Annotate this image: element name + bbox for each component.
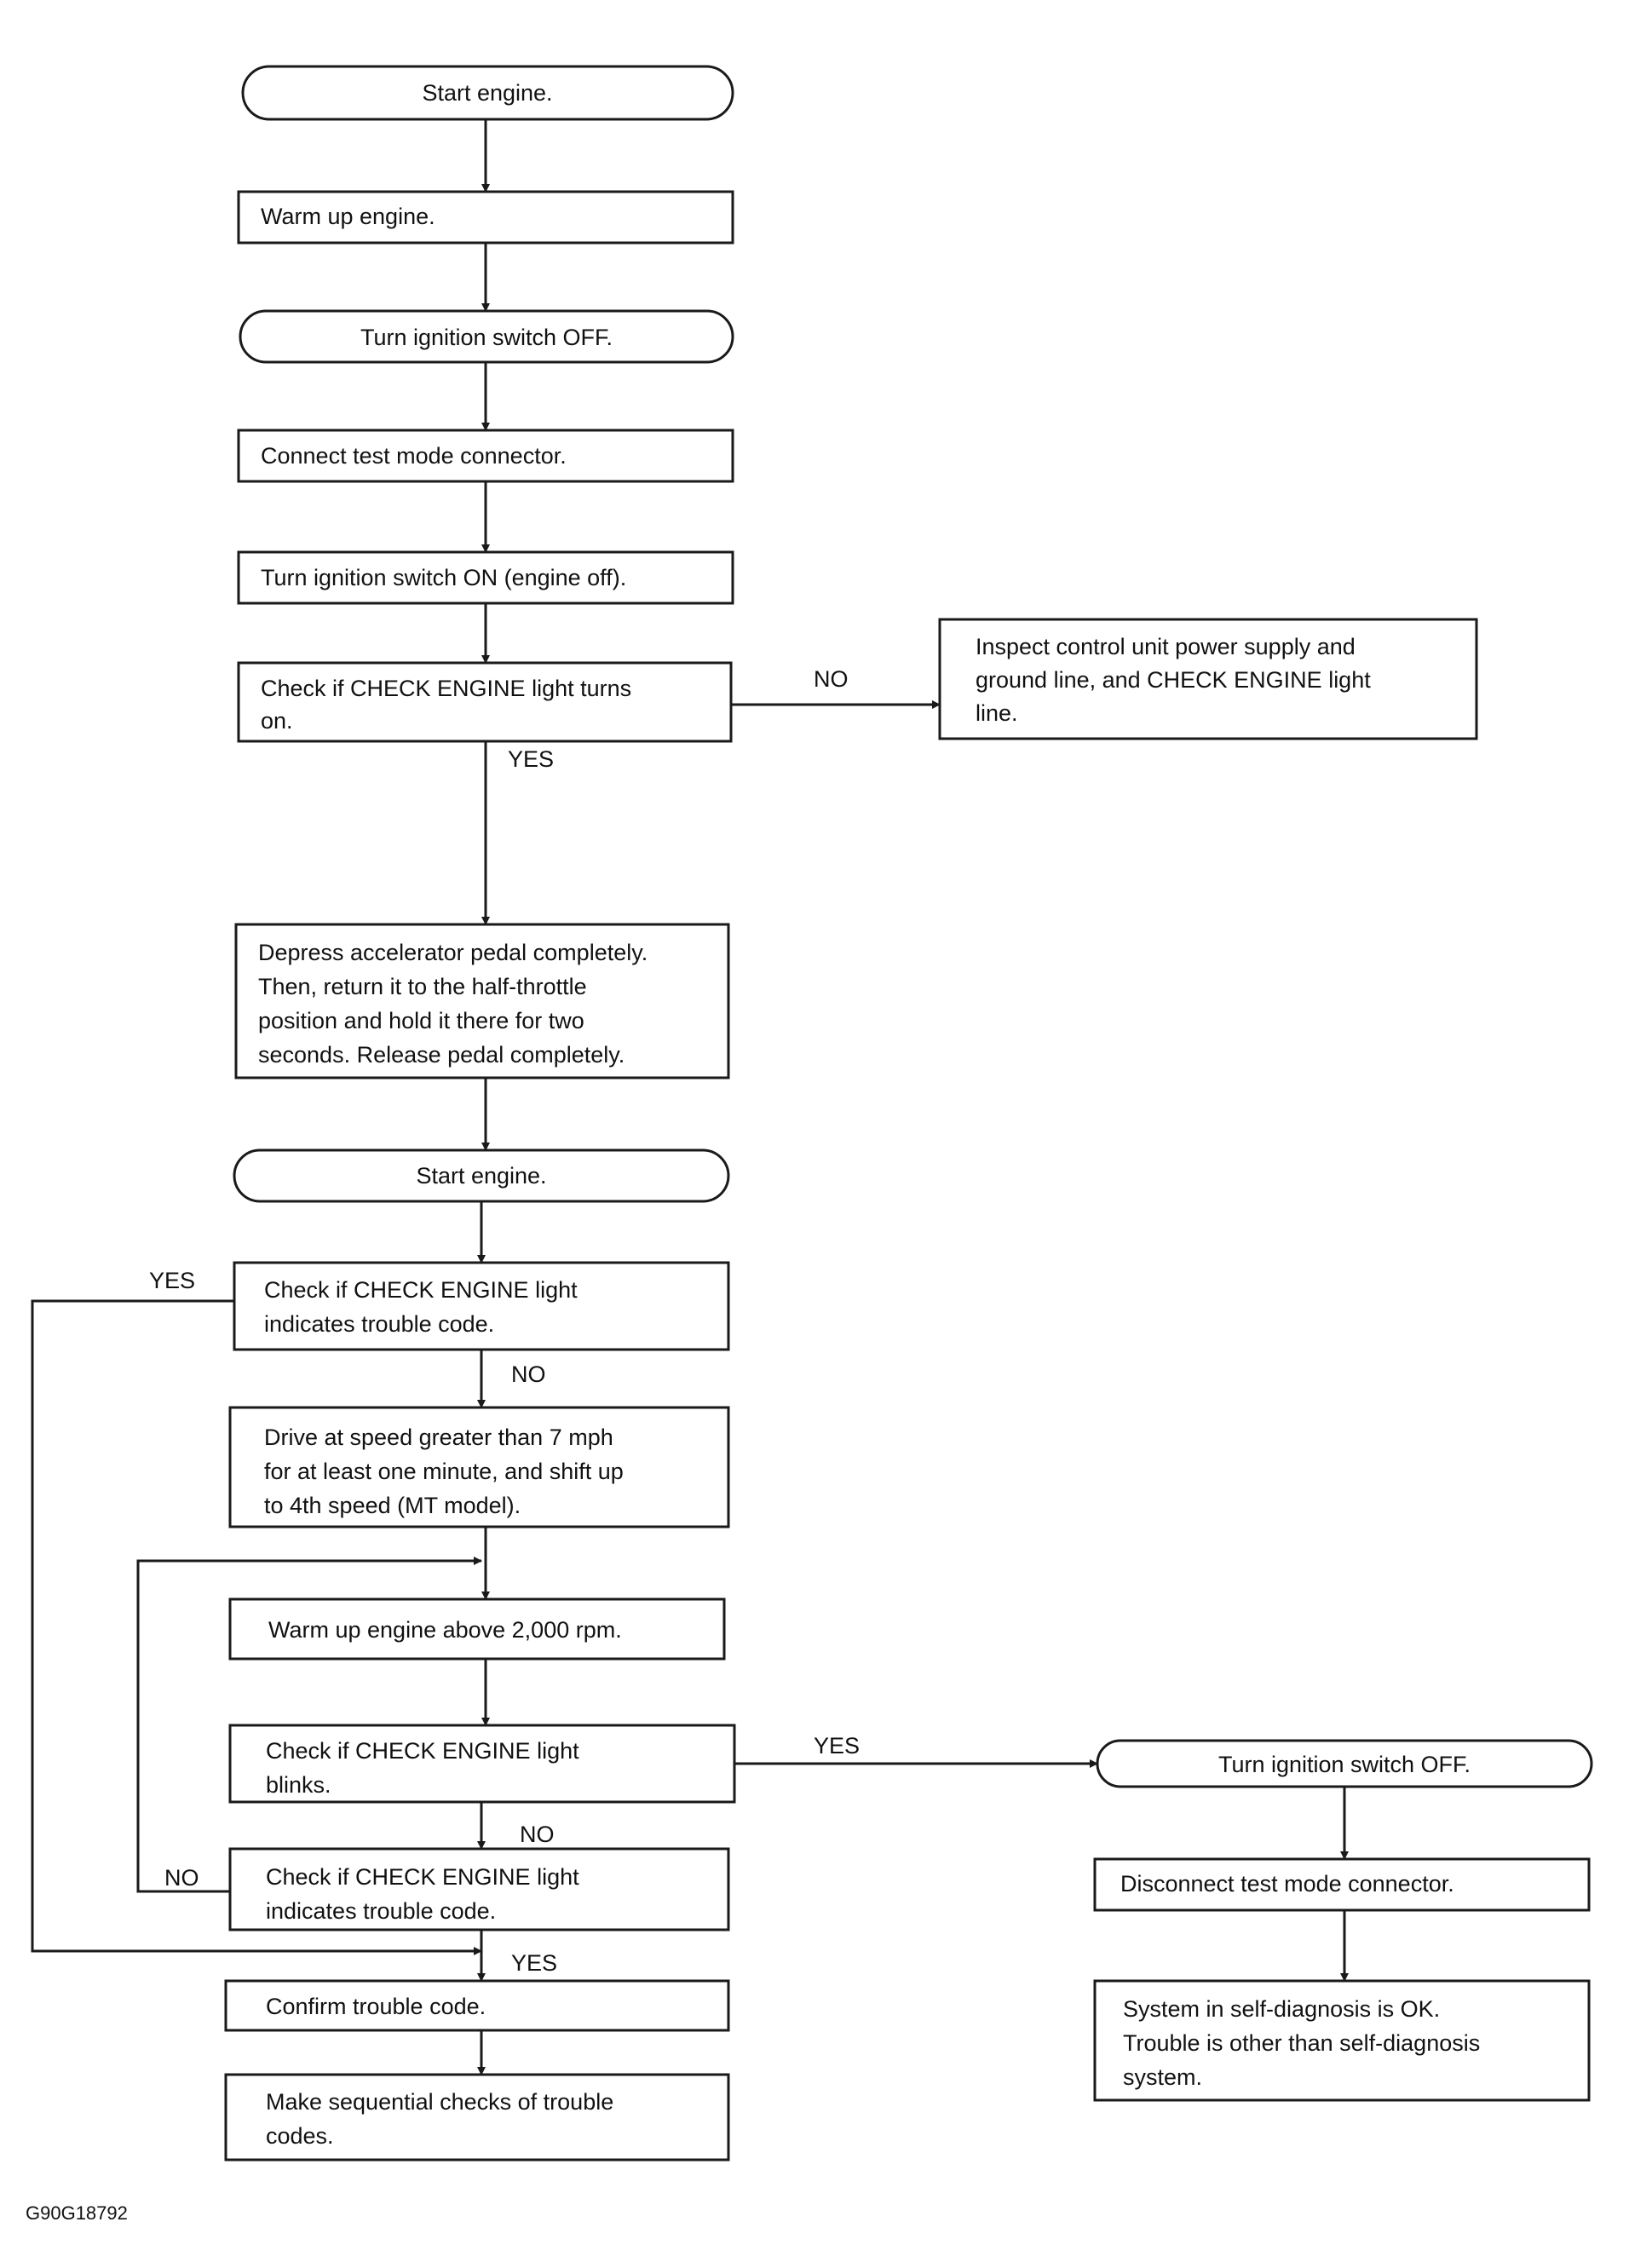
- node-sequential-checks-line: codes.: [266, 2123, 334, 2149]
- node-ignition-off-2-text: Turn ignition switch OFF.: [1218, 1752, 1471, 1777]
- label-yes-blinks: YES: [814, 1733, 860, 1759]
- node-sequential-checks-line: Make sequential checks of trouble: [266, 2089, 613, 2115]
- node-drive-speed-line: to 4th speed (MT model).: [264, 1493, 521, 1518]
- node-inspect-power-supply-line: Inspect control unit power supply and: [976, 634, 1356, 659]
- label-no-code2-down: NO: [520, 1822, 555, 1847]
- node-check-blinks-line: blinks.: [266, 1772, 331, 1798]
- node-system-ok-line: Trouble is other than self-diagnosis: [1123, 2030, 1480, 2056]
- node-drive-speed: Drive at speed greater than 7 mph for at…: [228, 1406, 730, 1528]
- node-ignition-off-1-text: Turn ignition switch OFF.: [360, 325, 613, 350]
- node-drive-speed-text: Drive at speed greater than 7 mph for at…: [264, 1425, 630, 1518]
- node-depress-pedal-line: position and hold it there for two: [258, 1008, 584, 1033]
- node-depress-pedal: Depress accelerator pedal completely. Th…: [234, 923, 730, 1079]
- node-ignition-on: Turn ignition switch ON (engine off).: [237, 550, 734, 605]
- label-no-loop: NO: [164, 1865, 199, 1891]
- node-warm-up-2000-text: Warm up engine above 2,000 rpm.: [268, 1617, 622, 1643]
- node-ignition-on-text: Turn ignition switch ON (engine off).: [261, 565, 626, 590]
- connectors: [31, 119, 1349, 2075]
- node-inspect-power-supply-line: ground line, and CHECK ENGINE light: [976, 667, 1371, 693]
- node-disconnect-test-connector-text: Disconnect test mode connector.: [1120, 1871, 1454, 1897]
- label-yes-confirm: YES: [511, 1950, 557, 1976]
- label-no-drive: NO: [511, 1361, 546, 1387]
- node-ignition-off-2: Turn ignition switch OFF.: [1096, 1739, 1593, 1788]
- figure-code: G90G18792: [26, 2202, 128, 2224]
- node-check-light-on-line: on.: [261, 708, 293, 734]
- node-start-engine-1-text: Start engine.: [422, 80, 552, 106]
- connector-checkcode1-yes-loop: [31, 1299, 482, 1955]
- node-sequential-checks: Make sequential checks of trouble codes.: [224, 2073, 730, 2162]
- node-check-trouble-code-1-line: Check if CHECK ENGINE light: [264, 1277, 578, 1303]
- node-inspect-power-supply-line: line.: [976, 700, 1018, 726]
- node-depress-pedal-line: Depress accelerator pedal completely.: [258, 940, 648, 965]
- node-check-light-on-line: Check if CHECK ENGINE light turns: [261, 676, 631, 701]
- node-connect-test-connector-text: Connect test mode connector.: [261, 443, 567, 469]
- node-depress-pedal-text: Depress accelerator pedal completely. Th…: [258, 940, 654, 1068]
- node-system-ok: System in self-diagnosis is OK. Trouble …: [1093, 1979, 1591, 2102]
- node-check-trouble-code-2-text: Check if CHECK ENGINE light indicates tr…: [266, 1864, 585, 1924]
- node-check-trouble-code-1-line: indicates trouble code.: [264, 1311, 494, 1337]
- node-check-trouble-code-1-text: Check if CHECK ENGINE light indicates tr…: [264, 1277, 584, 1337]
- node-drive-speed-line: Drive at speed greater than 7 mph: [264, 1425, 613, 1450]
- branch-labels: NO YES YES NO YES NO NO YES: [149, 666, 860, 1976]
- node-check-blinks-text: Check if CHECK ENGINE light blinks.: [266, 1738, 585, 1798]
- node-depress-pedal-line: Then, return it to the half-throttle: [258, 974, 587, 999]
- node-inspect-power-supply: Inspect control unit power supply and gr…: [938, 618, 1478, 740]
- node-confirm-trouble-code-text: Confirm trouble code.: [266, 1994, 486, 2019]
- node-check-trouble-code-1: Check if CHECK ENGINE light indicates tr…: [233, 1261, 730, 1351]
- node-warm-up-2000: Warm up engine above 2,000 rpm.: [228, 1597, 726, 1661]
- node-check-trouble-code-2-line: Check if CHECK ENGINE light: [266, 1864, 579, 1890]
- node-start-engine-2: Start engine.: [233, 1148, 730, 1203]
- node-system-ok-text: System in self-diagnosis is OK. Trouble …: [1123, 1996, 1487, 2090]
- label-yes-code1: YES: [149, 1268, 195, 1293]
- connector-checkcode2-no-loop: [136, 1557, 482, 1893]
- node-check-trouble-code-2: Check if CHECK ENGINE light indicates tr…: [228, 1847, 730, 1931]
- node-sequential-checks-text: Make sequential checks of trouble codes.: [266, 2089, 620, 2149]
- label-no-inspect: NO: [814, 666, 849, 692]
- node-start-engine-1: Start engine.: [241, 65, 734, 121]
- node-check-blinks-line: Check if CHECK ENGINE light: [266, 1738, 579, 1764]
- node-check-light-on: Check if CHECK ENGINE light turns on.: [237, 661, 733, 743]
- node-inspect-power-supply-text: Inspect control unit power supply and gr…: [976, 634, 1377, 726]
- node-depress-pedal-line: seconds. Release pedal completely.: [258, 1042, 625, 1068]
- node-disconnect-test-connector: Disconnect test mode connector.: [1093, 1857, 1591, 1912]
- node-warm-up-engine-text: Warm up engine.: [261, 204, 435, 229]
- node-warm-up-engine: Warm up engine.: [237, 190, 734, 245]
- node-check-light-on-text: Check if CHECK ENGINE light turns on.: [261, 676, 638, 734]
- node-check-blinks: Check if CHECK ENGINE light blinks.: [228, 1724, 736, 1804]
- node-drive-speed-line: for at least one minute, and shift up: [264, 1459, 624, 1484]
- node-confirm-trouble-code: Confirm trouble code.: [224, 1979, 730, 2032]
- node-connect-test-connector: Connect test mode connector.: [237, 429, 734, 483]
- node-system-ok-line: system.: [1123, 2064, 1202, 2090]
- node-ignition-off-1: Turn ignition switch OFF.: [239, 309, 734, 364]
- label-yes-depress: YES: [508, 746, 554, 772]
- node-check-trouble-code-2-line: indicates trouble code.: [266, 1898, 496, 1924]
- node-start-engine-2-text: Start engine.: [416, 1163, 546, 1189]
- node-system-ok-line: System in self-diagnosis is OK.: [1123, 1996, 1440, 2022]
